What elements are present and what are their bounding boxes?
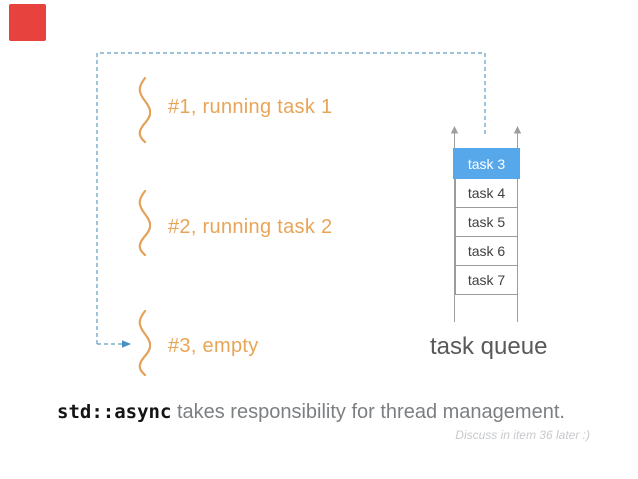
footnote: Discuss in item 36 later :) [455,428,590,442]
assignment-arrowhead-icon [122,340,131,348]
caption-sentence: std::async takes responsibility for thre… [57,401,565,424]
thread-3-label: #3, empty [168,335,259,357]
thread-squiggle-icon [138,189,151,257]
queue-up-arrow-left-icon [450,126,459,134]
caption-code-std-async: std::async [57,401,172,423]
queue-up-arrow-right-icon [513,126,522,134]
caption-text: takes responsibility for thread manageme… [171,401,565,423]
queue-cell-task-3: task 3 [453,148,520,179]
thread-squiggle-icon [138,309,151,377]
thread-squiggle-icon [138,76,151,144]
task-queue-label: task queue [430,333,548,360]
task-queue: task 3 task 4 task 5 task 6 task 7 [453,148,520,295]
queue-cell-task-5: task 5 [455,207,518,237]
queue-cell-task-7: task 7 [455,265,518,295]
thread-1-label: #1, running task 1 [168,96,333,118]
thread-2-label: #2, running task 2 [168,216,333,238]
red-marker [9,4,46,41]
queue-cell-task-6: task 6 [455,236,518,266]
queue-cell-task-4: task 4 [455,178,518,208]
